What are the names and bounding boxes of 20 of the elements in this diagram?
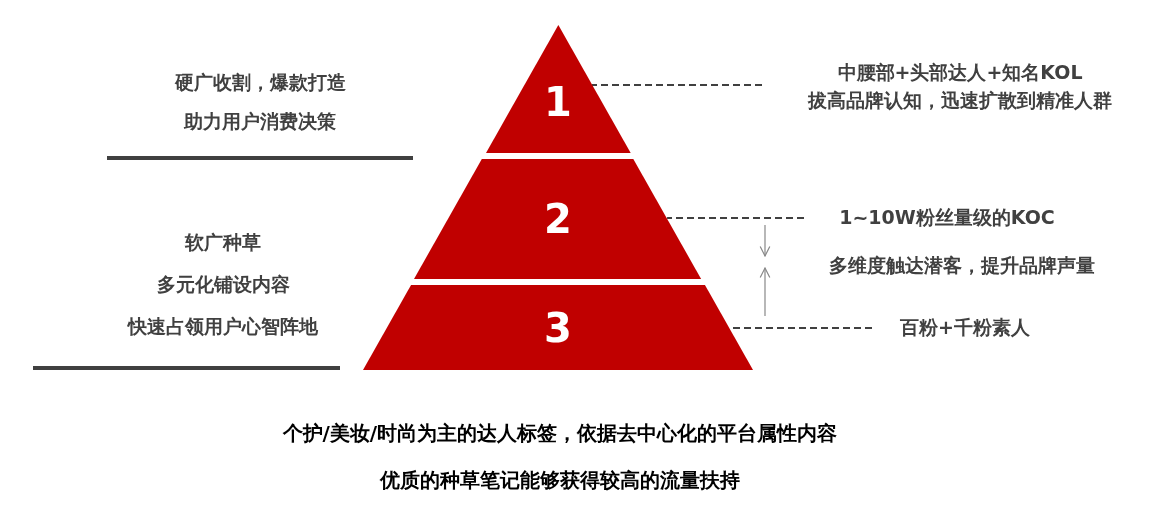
leader-line (590, 84, 763, 86)
tier-number: 1 (543, 79, 573, 124)
tier-number: 3 (543, 305, 573, 350)
note-text: 硬广收割，爆款打造 (174, 70, 346, 94)
pyramid-tier (485, 25, 631, 153)
footer-text: 个护/美妆/时尚为主的达人标签，依据去中心化的平台属性内容 (282, 421, 838, 445)
note-text: 助力用户消费决策 (184, 109, 336, 133)
note-text: 快速占领用户心智阵地 (128, 314, 318, 338)
footer-text: 优质的种草笔记能够获得较高的流量扶持 (380, 468, 740, 492)
tier-heading: 中腰部+头部达人+知名KOL (836, 60, 1084, 85)
pyramid-tier (414, 159, 702, 279)
note-text: 软广种草 (185, 230, 261, 254)
note-text: 多元化铺设内容 (156, 272, 290, 296)
tier-description: 拔高品牌认知，迅速扩散到精准人群 (806, 88, 1113, 113)
tier-heading: 百粉+千粉素人 (899, 315, 1031, 340)
tier-number: 2 (543, 197, 573, 241)
note-text: 多维度触达潜客，提升品牌声量 (829, 253, 1095, 277)
pyramid-tier (363, 285, 753, 370)
tier-heading: 1~10W粉丝量级的KOC (838, 205, 1056, 230)
leader-line (666, 217, 805, 219)
